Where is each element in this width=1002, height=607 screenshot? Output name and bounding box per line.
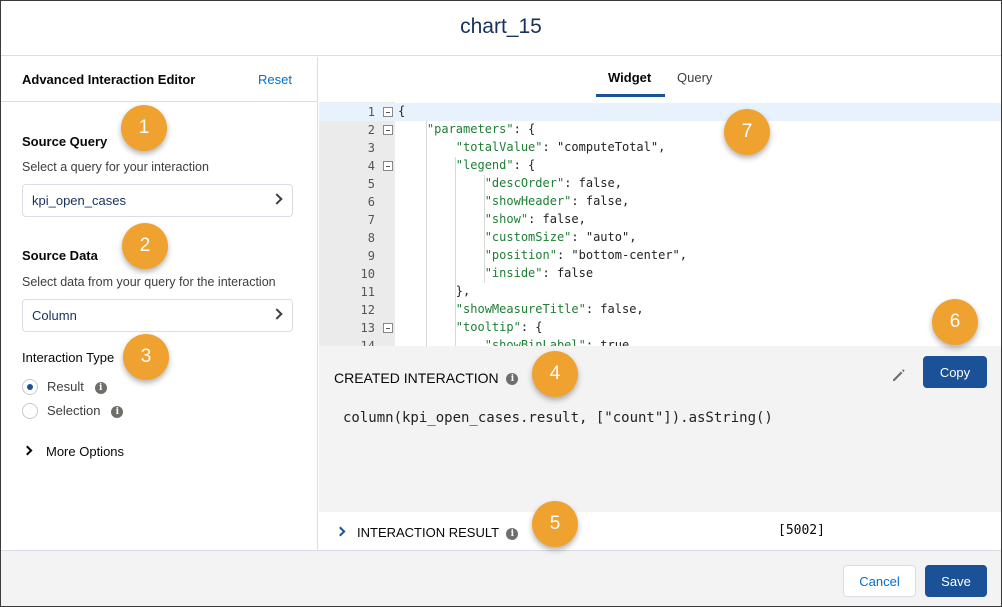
interaction-result-value: [5002] — [778, 523, 825, 538]
line-number: 13 — [360, 321, 375, 335]
line-number: 3 — [367, 141, 375, 155]
dialog-title: chart_15 — [460, 15, 542, 38]
created-interaction-section: CREATED INTERACTION i Copy column(kpi_op… — [319, 346, 1001, 512]
left-panel: Advanced Interaction Editor Reset Source… — [1, 57, 318, 550]
line-number: 12 — [360, 303, 375, 317]
code-line: "legend": { — [455, 158, 536, 172]
code-line: "totalValue": "computeTotal", — [455, 140, 666, 154]
fold-toggle-icon[interactable] — [383, 323, 393, 333]
info-icon[interactable]: i — [94, 381, 107, 394]
code-line: "position": "bottom-center", — [484, 248, 687, 262]
line-number: 14 — [360, 339, 375, 346]
line-number: 10 — [360, 267, 375, 281]
callout-badge-7: 7 — [724, 109, 770, 155]
callout-badge-5: 5 — [532, 501, 578, 547]
info-icon[interactable]: i — [506, 373, 519, 386]
line-number: 6 — [367, 195, 375, 209]
json-code-editor[interactable]: 1 {2 "parameters": { 3 "totalValue": "comp… — [319, 102, 1001, 346]
indent-guide — [484, 175, 485, 283]
callout-badge-1: 1 — [121, 105, 167, 151]
line-number: 11 — [360, 285, 375, 299]
callout-badge-4: 4 — [532, 351, 578, 397]
indent-guide — [426, 121, 427, 346]
line-number: 7 — [367, 213, 375, 227]
callout-badge-3: 3 — [123, 334, 169, 380]
code-line: "tooltip": { — [455, 320, 543, 334]
dialog-footer: Cancel Save — [1, 550, 1001, 606]
created-interaction-heading: CREATED INTERACTION i — [334, 370, 519, 386]
tab-widget[interactable]: Widget — [608, 70, 652, 85]
code-line: "showBinLabel": true, — [484, 338, 637, 346]
right-panel: Widget Query 1 {2 "parameters": { 3 "total… — [319, 57, 1001, 550]
panel-heading: Advanced Interaction Editor — [22, 72, 196, 87]
chevron-right-icon — [22, 445, 33, 456]
line-number: 1 — [367, 105, 375, 119]
chevron-right-icon — [271, 308, 283, 320]
more-options-label: More Options — [46, 444, 125, 459]
line-number: 8 — [367, 231, 375, 245]
pencil-edit-icon[interactable] — [890, 366, 908, 384]
info-icon[interactable]: i — [506, 527, 519, 540]
fold-toggle-icon[interactable] — [383, 161, 393, 171]
active-tab-indicator — [596, 94, 665, 97]
line-number-gutter — [319, 102, 395, 346]
radio-result-label: Result — [47, 379, 84, 394]
fold-toggle-icon[interactable] — [383, 107, 393, 117]
radio-button-selected[interactable] — [22, 379, 38, 395]
source-query-picker[interactable]: kpi_open_cases — [22, 184, 293, 217]
fold-toggle-icon[interactable] — [383, 125, 393, 135]
code-line: "customSize": "auto", — [484, 230, 637, 244]
dialog-header: chart_15 — [1, 1, 1001, 56]
source-data-picker[interactable]: Column — [22, 299, 293, 332]
line-number: 5 — [367, 177, 375, 191]
reset-link[interactable]: Reset — [258, 72, 292, 87]
interaction-type-title: Interaction Type — [22, 350, 115, 365]
line-number: 4 — [367, 159, 375, 173]
source-query-title: Source Query — [22, 134, 108, 149]
line-number: 2 — [367, 123, 375, 137]
code-line: "show": false, — [484, 212, 586, 226]
source-query-value: kpi_open_cases — [32, 193, 126, 208]
info-icon[interactable]: i — [111, 405, 124, 418]
chevron-right-icon[interactable] — [335, 526, 346, 537]
interaction-expression[interactable]: column(kpi_open_cases.result, ["count"])… — [343, 410, 773, 426]
active-line-highlight — [319, 103, 1001, 121]
code-line: "descOrder": false, — [484, 176, 622, 190]
chevron-right-icon — [271, 193, 283, 205]
indent-guide — [455, 157, 456, 346]
left-panel-header: Advanced Interaction Editor Reset — [1, 57, 317, 102]
copy-button[interactable]: Copy — [923, 356, 987, 388]
interaction-result-toggle[interactable]: INTERACTION RESULT i — [357, 525, 519, 540]
tab-query[interactable]: Query — [677, 70, 713, 85]
code-line: "inside": false — [484, 266, 594, 280]
source-data-subtitle: Select data from your query for the inte… — [22, 275, 276, 289]
interaction-result-section: INTERACTION RESULT i [5002] — [319, 512, 1001, 550]
callout-badge-2: 2 — [122, 223, 168, 269]
cancel-button[interactable]: Cancel — [843, 565, 916, 597]
code-line: "showMeasureTitle": false, — [455, 302, 644, 316]
code-line: "parameters": { — [426, 122, 536, 136]
radio-button[interactable] — [22, 403, 38, 419]
code-line: }, — [398, 284, 471, 298]
code-line: "showHeader": false, — [484, 194, 630, 208]
source-query-subtitle: Select a query for your interaction — [22, 160, 209, 174]
source-data-value: Column — [32, 308, 77, 323]
line-number: 9 — [367, 249, 375, 263]
radio-selection-label: Selection — [47, 403, 101, 418]
save-button[interactable]: Save — [925, 565, 987, 597]
source-data-title: Source Data — [22, 248, 98, 263]
callout-badge-6: 6 — [932, 299, 978, 345]
tab-bar: Widget Query — [319, 57, 1001, 102]
code-line: { — [398, 104, 406, 118]
